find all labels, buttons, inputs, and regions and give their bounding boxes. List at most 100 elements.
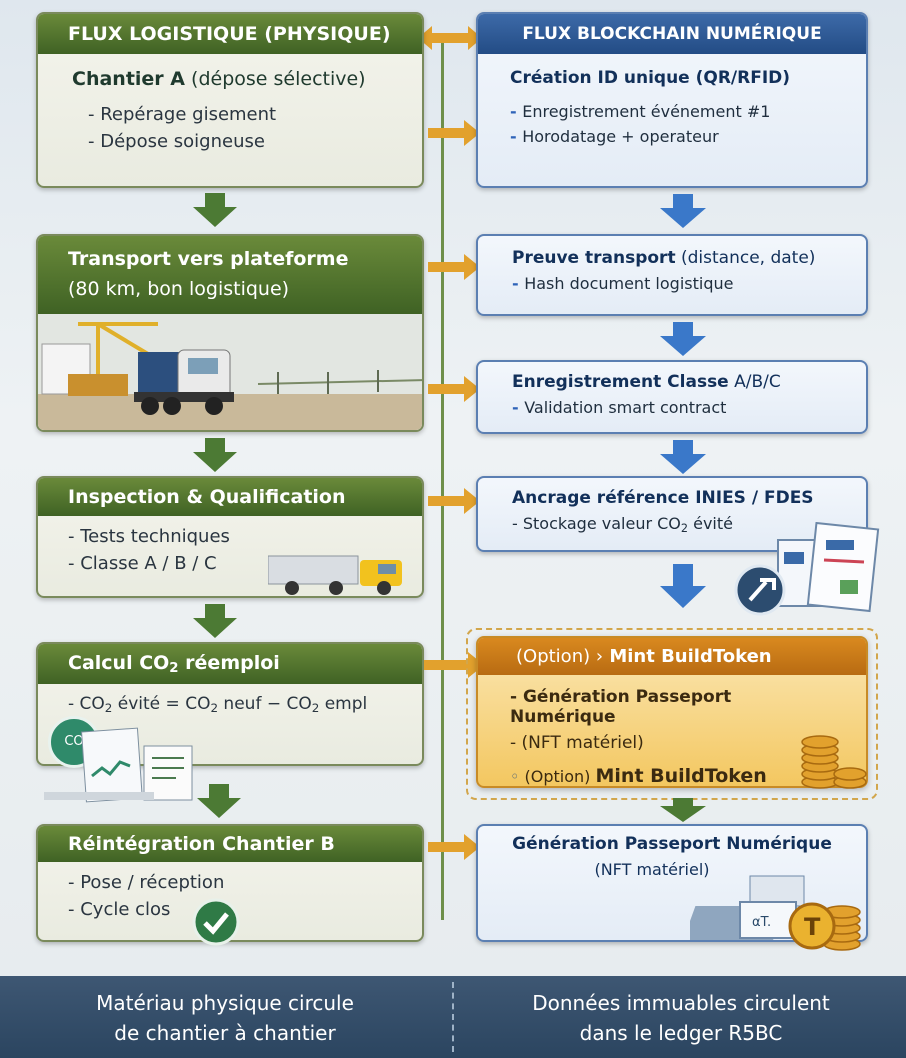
- mint-header: (Option) › Mint BuildToken: [478, 638, 866, 675]
- list-item: - Cycle clos: [68, 899, 171, 920]
- list-item: - Classe A / B / C: [68, 553, 217, 574]
- option-frame: [466, 628, 878, 800]
- mint-buildtoken-box: (Option) › Mint BuildToken - Génération …: [476, 636, 868, 788]
- right-arrow-icon: [428, 488, 480, 514]
- list-item: - Dépose soigneuse: [88, 131, 265, 152]
- formula-sub: 2: [311, 701, 320, 715]
- footer-left-line2: de chantier à chantier: [114, 1021, 336, 1045]
- list-item: - Génération Passeport Numérique: [510, 687, 732, 727]
- right-arrow-icon: [428, 834, 480, 860]
- list-item: - Repérage gisement: [88, 104, 277, 125]
- co2-calc-title: Calcul CO2 réemploi: [38, 644, 422, 684]
- checkmark-icon: [192, 898, 240, 946]
- class-record-box: Enregistrement Classe A/B/C - Validation…: [476, 360, 868, 434]
- passport-title-line1: Génération Passeport Numérique: [512, 834, 832, 854]
- footer-right-line1: Données immuables circulent: [532, 991, 830, 1015]
- formula-part: évité = CO: [112, 694, 211, 714]
- green-down-arrow-icon: [660, 798, 706, 822]
- footer-right-line2: dans le ledger R5BC: [579, 1021, 783, 1045]
- green-down-arrow-icon: [193, 604, 237, 638]
- chantier-a-title: Chantier A (dépose sélective): [72, 68, 388, 90]
- item-pre: - Stockage valeur CO: [512, 514, 681, 533]
- option-normal: (Option): [524, 767, 596, 786]
- reintegration-title: Réintégration Chantier B: [38, 826, 422, 862]
- transport-title-line1: Transport vers plateforme: [68, 248, 349, 270]
- screen-label: αT.: [752, 915, 771, 930]
- title-normal: (distance, date): [675, 248, 816, 268]
- center-divider-line: [441, 40, 444, 920]
- transport-box: Transport vers plateforme (80 km, bon lo…: [36, 234, 424, 432]
- title-bold: Preuve transport: [512, 248, 676, 268]
- mint-header-bold: Mint BuildToken: [603, 646, 772, 667]
- transport-title-line2: (80 km, bon logistique): [68, 278, 290, 300]
- inspection-box: Inspection & Qualification - Tests techn…: [36, 476, 424, 598]
- truck-crane-illustration: [38, 314, 422, 430]
- blue-down-arrow-icon: [660, 564, 706, 608]
- footer-right: Données immuables circulent dans le ledg…: [456, 988, 906, 1048]
- footer-left-line1: Matériau physique circule: [96, 991, 354, 1015]
- list-item-text: Validation smart contract: [524, 398, 727, 417]
- list-item-text: Horodatage + operateur: [522, 127, 719, 146]
- id-creation-title: Création ID unique (QR/RFID): [510, 68, 791, 88]
- list-item: - Tests techniques: [68, 526, 230, 547]
- option-line: ◦ (Option) Mint BuildToken: [510, 765, 834, 787]
- coin-stack-icon: [801, 735, 867, 789]
- double-arrow-icon: [418, 26, 482, 50]
- item-sub: 2: [680, 522, 689, 535]
- right-arrow-icon: [428, 254, 480, 280]
- right-header: FLUX BLOCKCHAIN NUMÉRIQUE: [478, 14, 866, 54]
- list-item: - Enregistrement événement #1: [510, 102, 771, 121]
- formula-part: neuf − CO: [218, 694, 312, 714]
- chantier-a-label: Chantier A: [72, 68, 185, 90]
- inspection-title: Inspection & Qualification: [38, 478, 422, 516]
- inies-anchor-title: Ancrage référence INIES / FDES: [512, 488, 814, 508]
- list-item-text: Enregistrement événement #1: [522, 102, 771, 121]
- transport-proof-title: Preuve transport (distance, date): [512, 248, 832, 268]
- green-down-arrow-icon: [197, 784, 241, 818]
- formula-part: - CO: [68, 694, 105, 714]
- class-record-title: Enregistrement Classe A/B/C: [512, 372, 832, 392]
- list-item: - Hash document logistique: [512, 274, 734, 293]
- footer-banner: Matériau physique circule de chantier à …: [0, 976, 906, 1058]
- blue-down-arrow-icon: [660, 440, 706, 474]
- blue-down-arrow-icon: [660, 194, 706, 228]
- list-item: - (NFT matériel): [510, 733, 644, 753]
- left-header: FLUX LOGISTIQUE (PHYSIQUE): [38, 14, 422, 54]
- right-arrow-icon: [424, 652, 484, 678]
- co2-formula: - CO2 évité = CO2 neuf − CO2 empl: [38, 684, 422, 725]
- title-normal: A/B/C: [728, 372, 781, 392]
- co2-title-post: réemploi: [178, 652, 280, 674]
- list-item: - Validation smart contract: [512, 398, 727, 417]
- list-item-text: Hash document logistique: [524, 274, 734, 293]
- title-bold: Enregistrement Classe: [512, 372, 729, 392]
- right-arrow-icon: [428, 120, 480, 146]
- formula-sub: 2: [210, 701, 219, 715]
- option-bold: Mint BuildToken: [595, 765, 767, 787]
- formula-sub: 2: [104, 701, 113, 715]
- item-post: évité: [688, 514, 733, 533]
- list-item: - Pose / réception: [68, 872, 225, 893]
- yellow-truck-illustration: [268, 555, 402, 595]
- right-arrow-icon: [428, 376, 480, 402]
- mint-header-normal: (Option) ›: [516, 646, 604, 667]
- blue-down-arrow-icon: [660, 322, 706, 356]
- right-flow-panel-1: FLUX BLOCKCHAIN NUMÉRIQUE Création ID un…: [476, 12, 868, 188]
- formula-part: empl: [319, 694, 368, 714]
- token-label: T: [804, 913, 821, 941]
- chantier-a-subtitle: (dépose sélective): [185, 68, 366, 90]
- green-down-arrow-icon: [193, 438, 237, 472]
- footer-divider: [452, 982, 454, 1052]
- server-illustration: αT. T: [690, 875, 861, 951]
- left-flow-panel-1: FLUX LOGISTIQUE (PHYSIQUE) Chantier A (d…: [36, 12, 424, 188]
- co2-storage-item: - Stockage valeur CO2 évité: [512, 514, 832, 535]
- bullet-icon: ◦: [510, 767, 525, 786]
- documents-illustration: [734, 522, 880, 616]
- list-item: - Horodatage + operateur: [510, 127, 719, 146]
- co2-title-pre: Calcul CO: [68, 652, 170, 674]
- passport-title-line2: (NFT matériel): [594, 860, 710, 879]
- co2-title-sub: 2: [169, 661, 179, 676]
- green-down-arrow-icon: [193, 193, 237, 227]
- document-chart-icon: [44, 727, 193, 803]
- footer-left: Matériau physique circule de chantier à …: [0, 988, 450, 1048]
- transport-proof-box: Preuve transport (distance, date) - Hash…: [476, 234, 868, 316]
